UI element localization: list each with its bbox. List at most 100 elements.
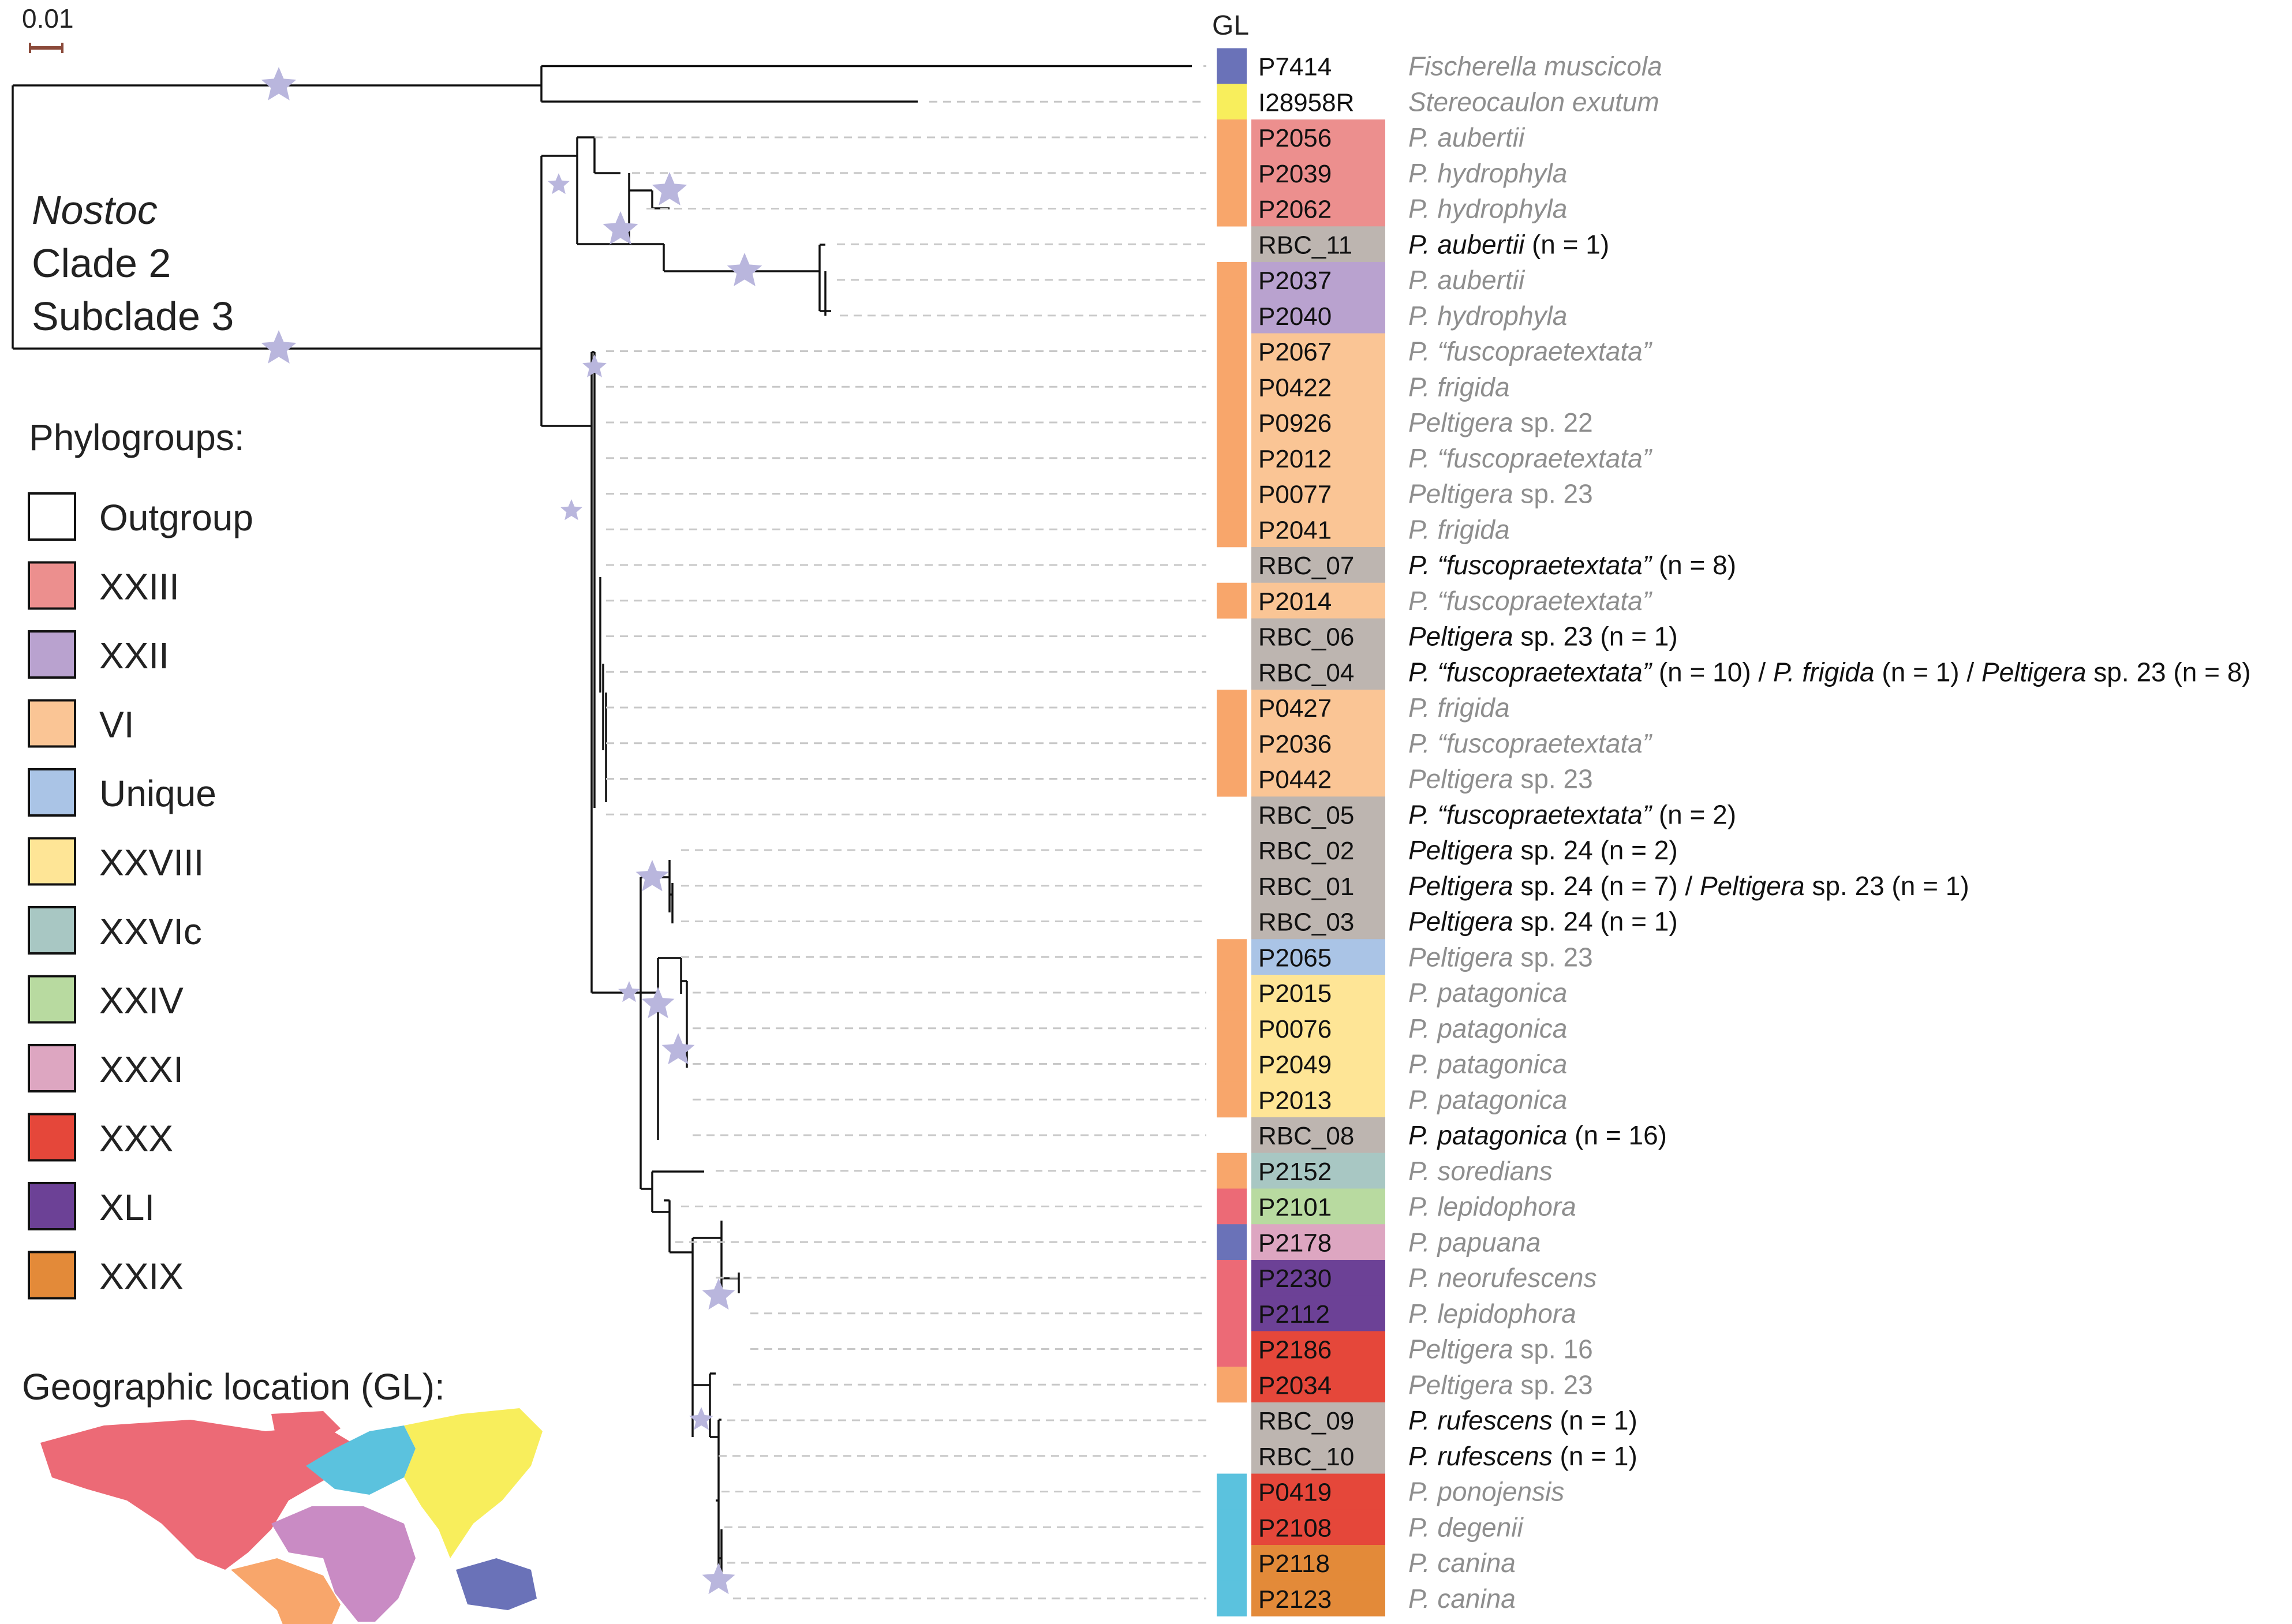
species-segment: sp. 24 (n = 2): [1513, 835, 1678, 865]
gl-swatch: [1217, 119, 1247, 155]
gl-swatch: [1217, 1152, 1247, 1189]
species-segment: sp. 24 (n = 7) /: [1513, 871, 1700, 901]
asia-region: [404, 1408, 543, 1558]
tip-species: Peltigera sp. 16: [1408, 1334, 1593, 1364]
species-segment: Peltigera: [1408, 407, 1513, 437]
phylogroup-cell: [1251, 547, 1385, 583]
species-segment: P. ponojensis: [1408, 1477, 1564, 1507]
tip-species: Peltigera sp. 23 (n = 1): [1408, 622, 1678, 652]
species-segment: Peltigera: [1700, 871, 1805, 901]
gl-swatch: [1217, 761, 1247, 797]
legend-swatch: [28, 1251, 76, 1300]
species-segment: P. aubertii: [1408, 229, 1525, 259]
tip-species: P. ponojensis: [1408, 1477, 1564, 1507]
species-segment: P. “fuscopraetextata”: [1408, 586, 1653, 616]
species-segment: P. “fuscopraetextata”: [1408, 550, 1653, 580]
legend-label: XXIX: [99, 1256, 184, 1297]
legend-swatch: [28, 699, 76, 748]
gl-swatch: [1217, 725, 1247, 761]
gl-swatch: [1217, 262, 1247, 298]
phylogroup-cell: [1251, 975, 1385, 1011]
legend-swatch: [28, 906, 76, 955]
tip-id: P0926: [1258, 409, 1332, 437]
europe-region: [306, 1425, 416, 1495]
tip-id: RBC_05: [1258, 801, 1354, 829]
gl-swatch: [1217, 1010, 1247, 1046]
tip-species: P. neorufescens: [1408, 1263, 1597, 1293]
phylogroup-cell: [1251, 476, 1385, 512]
gl-swatch: [1217, 48, 1247, 84]
species-segment: P. rufescens: [1408, 1405, 1553, 1435]
legend-label: XXVIII: [99, 842, 204, 884]
species-segment: P. patagonica: [1408, 1049, 1567, 1079]
species-segment: sp. 23: [1513, 479, 1593, 509]
tip-id: RBC_11: [1258, 231, 1352, 259]
tip-id: P0442: [1258, 766, 1332, 794]
legend-label: XXX: [99, 1118, 173, 1159]
species-segment: P. hydrophyla: [1408, 194, 1567, 224]
tip-species: P. hydrophyla: [1408, 301, 1567, 331]
tip-species: P. rufescens (n = 1): [1408, 1405, 1637, 1435]
phylogroup-cell: [1251, 725, 1385, 761]
tip-id: P2036: [1258, 730, 1332, 758]
species-segment: P. degenii: [1408, 1512, 1524, 1542]
phylogroup-cell: [1251, 1473, 1385, 1510]
gl-swatch: [1217, 297, 1247, 334]
tip-species: P. “fuscopraetextata” (n = 10) / P. frig…: [1408, 657, 2251, 687]
tip-id: P2041: [1258, 516, 1332, 544]
gl-swatch: [1217, 405, 1247, 440]
tip-species: P. lepidophora: [1408, 1299, 1576, 1329]
species-segment: sp. 22: [1513, 407, 1593, 437]
gl-swatch: [1217, 690, 1247, 725]
phylogroup-cell: [1251, 48, 1385, 84]
legend-label: XXXI: [99, 1049, 184, 1090]
tip-id: P2039: [1258, 160, 1332, 188]
species-segment: Peltigera: [1408, 1334, 1513, 1364]
gl-swatch: [1217, 369, 1247, 405]
africa-region: [271, 1506, 416, 1622]
phylogroup-cell: [1251, 262, 1385, 298]
tip-species: P. frigida: [1408, 372, 1510, 402]
species-segment: P. “fuscopraetextata”: [1408, 443, 1653, 473]
tip-id: P2040: [1258, 302, 1332, 331]
geo-location-title: Geographic location (GL):: [22, 1366, 445, 1408]
tip-id: P2037: [1258, 267, 1332, 295]
tip-id: P2112: [1258, 1300, 1330, 1329]
tip-id: P2013: [1258, 1086, 1332, 1114]
tip-species: P. soredians: [1408, 1156, 1553, 1186]
clade-genus-label: Nostoc: [32, 188, 158, 233]
gl-swatch: [1217, 1295, 1247, 1331]
phylogroup-cell: [1251, 333, 1385, 369]
legend-swatch: [28, 1182, 76, 1230]
tip-id: P2178: [1258, 1229, 1332, 1257]
legend-label: Outgroup: [99, 497, 253, 538]
tip-id: P0076: [1258, 1015, 1332, 1043]
tip-species: P. “fuscopraetextata”: [1408, 728, 1653, 758]
phylogroups-legend: OutgroupXXIIIXXIIVIUniqueXXVIIIXXVIcXXIV…: [28, 492, 253, 1300]
phylogroup-cell: [1251, 618, 1385, 654]
oceania-region: [456, 1558, 537, 1610]
species-segment: P. lepidophora: [1408, 1192, 1576, 1222]
gl-swatch: [1217, 1473, 1247, 1510]
species-segment: (n = 1) /: [1875, 657, 1981, 687]
legend-label: VI: [99, 704, 134, 746]
legend-label: XLI: [99, 1187, 155, 1228]
tip-id: P0077: [1258, 481, 1332, 509]
tip-species: Peltigera sp. 24 (n = 2): [1408, 835, 1678, 865]
tip-id: P2067: [1258, 338, 1332, 366]
support-star: [641, 987, 675, 1019]
support-star: [702, 1278, 735, 1310]
gl-swatch: [1217, 1188, 1247, 1225]
tip-species: Stereocaulon exutum: [1408, 87, 1659, 117]
support-star: [560, 499, 582, 521]
tip-species: P. frigida: [1408, 693, 1510, 723]
tip-species: P. papuana: [1408, 1227, 1541, 1257]
legend-label: XXIII: [99, 566, 180, 608]
phylogroup-cell: [1251, 1367, 1385, 1403]
phylogroup-cell: [1251, 1188, 1385, 1225]
tip-species: P. lepidophora: [1408, 1192, 1576, 1222]
phylogroup-cell: [1251, 1152, 1385, 1189]
gl-swatch: [1217, 155, 1247, 191]
species-segment: sp. 24 (n = 1): [1513, 907, 1678, 937]
support-star: [702, 1563, 735, 1595]
